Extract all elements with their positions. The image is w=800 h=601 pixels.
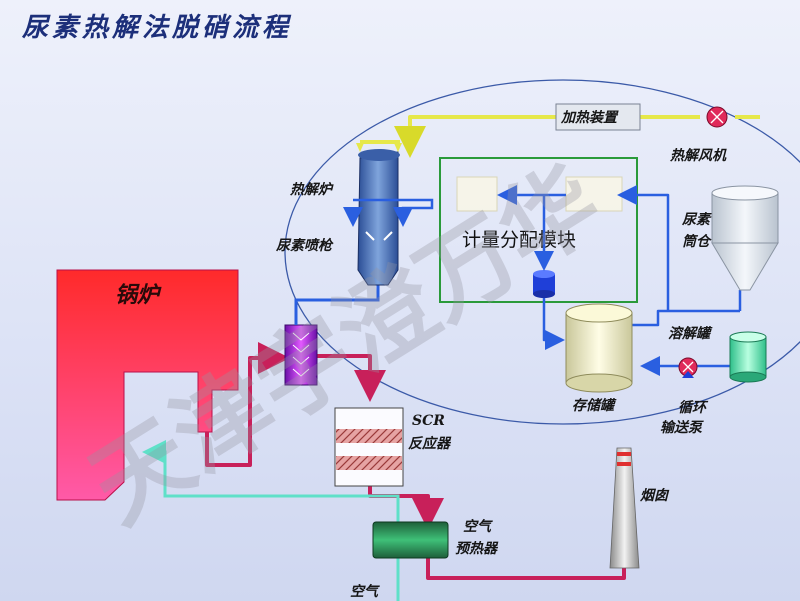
scr-reactor [334, 407, 404, 487]
heating-device [555, 103, 641, 131]
mixing-chamber [284, 324, 318, 386]
chimney-label: 烟囱 [640, 487, 670, 504]
boiler-label: 锅炉 [115, 282, 162, 308]
pyrolysis-fan-icon [706, 106, 728, 128]
air-preheater-label-1: 空气 [463, 518, 493, 535]
urea-silo-label-2: 筒仓 [682, 233, 712, 250]
air-preheater-label-2: 预热器 [455, 540, 499, 557]
dissolving-tank [729, 331, 767, 383]
scr-label-2: 反应器 [408, 435, 452, 452]
pump-label-1: 循环 [678, 399, 709, 416]
air-preheater [372, 521, 449, 559]
storage-tank-label: 存储罐 [572, 397, 617, 414]
heating-device-label: 加热装置 [560, 109, 619, 126]
metering-pump [533, 270, 555, 298]
metering-unit-left [456, 176, 498, 212]
chimney [609, 447, 640, 569]
hot-air-distributor [356, 140, 402, 152]
hot-air-line [394, 115, 760, 158]
pyrolysis-furnace [357, 149, 400, 286]
pyrolysis-system-boundary [284, 79, 800, 425]
boiler [56, 269, 239, 501]
storage-tank [565, 303, 633, 393]
urea-silo-label-1: 尿素 [681, 211, 712, 228]
scr-label-1: SCR [412, 413, 445, 429]
metering-module-label: 计量分配模块 [462, 229, 576, 251]
air-inlet-label: 空气 [350, 583, 380, 600]
pyrolysis-fan-label: 热解风机 [669, 147, 727, 164]
pump-label-2: 输送泵 [660, 419, 704, 436]
furnace-to-mixer-line [294, 285, 380, 325]
urea-silo [711, 185, 779, 291]
dissolving-tank-label: 溶解罐 [668, 325, 713, 342]
urea-injection-lines [343, 198, 434, 227]
metering-module-box [439, 157, 638, 303]
urea-lance-label: 尿素喷枪 [275, 237, 334, 254]
air-line [142, 440, 400, 601]
pyrolysis-furnace-label: 热解炉 [289, 181, 334, 198]
circulation-pump-icon [678, 357, 698, 378]
diagram-title: 尿素热解法脱硝流程 [21, 13, 292, 43]
